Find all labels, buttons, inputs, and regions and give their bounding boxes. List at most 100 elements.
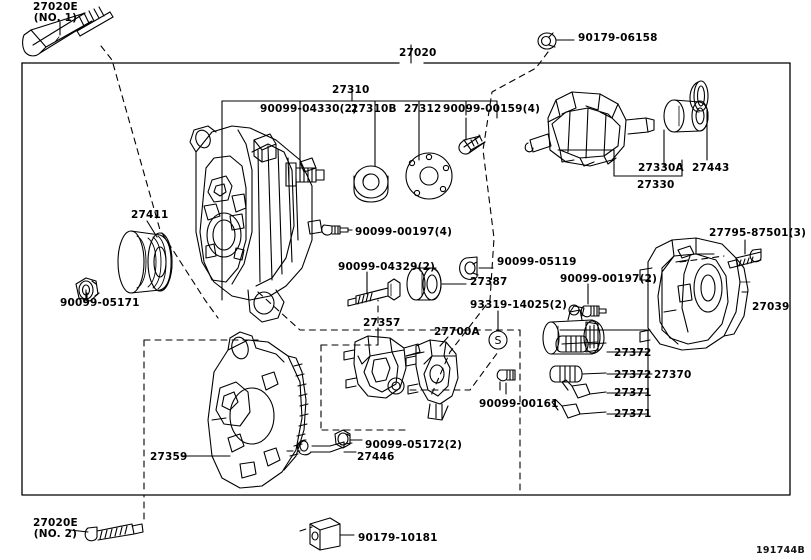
part-label-27020e-no1-text: 27020E <box>33 1 78 13</box>
seal-ring-27443 <box>689 81 700 113</box>
bolt-no1-illustration <box>22 6 114 57</box>
part-label-93319-14025: 93319-14025(2) <box>470 299 567 311</box>
leader-lines-27310 <box>299 114 467 171</box>
part-label-90099-00159-text: 90099-00159(4) <box>443 103 541 115</box>
part-label-27357-text: 27357 <box>363 317 401 329</box>
part-label-27357: 27357 <box>363 317 401 329</box>
subgroup-27370-bracket <box>559 329 653 416</box>
part-label-27387-text: 27387 <box>470 276 508 288</box>
part-label-90099-00161: 90099-00161 <box>479 398 559 410</box>
part-label-27330a: 27330A <box>638 162 684 174</box>
part-label-27370-text: 27370 <box>654 369 692 381</box>
small-bolt-illustration <box>458 134 486 155</box>
part-label-27372-a: 27372 <box>614 347 652 359</box>
part-label-90099-05119-text: 90099-05119 <box>497 256 577 268</box>
drawing-number: 191744B <box>755 545 805 556</box>
part-label-90099-00197-2-text: 90099-00197(2) <box>560 273 658 285</box>
part-label-27411-text: 27411 <box>131 209 169 221</box>
part-label-27446: 27446 <box>357 451 395 463</box>
bolt-00197-2-illustration <box>580 305 607 318</box>
part-label-90099-04329-text: 90099-04329(2) <box>338 261 436 273</box>
part-label-27371-a-text: 27371 <box>614 387 652 399</box>
pulley-illustration <box>117 230 173 294</box>
part-label-90099-05119: 90099-05119 <box>497 256 577 268</box>
screw-marker-93319: S <box>488 330 508 350</box>
voltage-regulator-illustration <box>405 339 459 421</box>
part-label-27387: 27387 <box>470 276 508 288</box>
part-label-27795-87501-text: 27795-87501(3) <box>709 227 807 239</box>
part-label-27700a: 27700A <box>434 326 480 338</box>
bush-washer-illustration <box>406 267 442 301</box>
part-label-27330-text: 27330 <box>637 179 675 191</box>
part-label-90099-00159: 90099-00159(4) <box>443 103 541 115</box>
part-label-27020e-no2-text: 27020E <box>33 517 78 529</box>
part-label-27330: 27330 <box>637 179 675 191</box>
part-label-27310-text: 27310 <box>332 84 370 96</box>
part-label-27310b-text: 27310B <box>351 103 397 115</box>
leader-27700a <box>439 336 449 347</box>
bolt-00161-illustration <box>496 369 516 391</box>
part-label-27312: 27312 <box>404 103 442 115</box>
main-group-frame <box>21 44 791 496</box>
leader-27020e-no2 <box>69 529 89 533</box>
stator-illustration <box>207 331 309 489</box>
bolt-00197-4-illustration <box>321 224 349 236</box>
slip-ring-illustration <box>693 80 709 112</box>
rear-end-cover-illustration <box>639 237 751 351</box>
terminal-nut-illustration <box>537 32 557 50</box>
part-label-90099-05171-text: 90099-05171 <box>60 297 140 309</box>
part-label-90179-06158: 90179-06158 <box>578 32 658 44</box>
assembly-dashed-guides <box>100 45 725 532</box>
bolt-no2-illustration <box>84 523 144 542</box>
part-label-27310b: 27310B <box>351 103 397 115</box>
part-label-27372-b-text: 27372 <box>614 369 652 381</box>
rotor-illustration <box>524 91 655 167</box>
terminal-cover-illustration <box>309 517 341 551</box>
rear-cover-bolt-illustration <box>727 248 762 269</box>
part-label-27371-b: 27371 <box>614 408 652 420</box>
part-label-27700a-text: 27700A <box>434 326 480 338</box>
part-label-27310: 27310 <box>332 84 370 96</box>
part-label-27312-text: 27312 <box>404 103 442 115</box>
bearing-retainer-illustration <box>353 165 389 203</box>
part-label-27359: 27359 <box>150 451 188 463</box>
part-label-27039-text: 27039 <box>752 301 790 313</box>
part-label-90099-00197-4: 90099-00197(4) <box>355 226 453 238</box>
long-bolt-04329-illustration <box>347 278 401 307</box>
brush-springs-illustration <box>549 335 607 383</box>
svg-text:S: S <box>495 334 502 347</box>
part-label-27020e-no2-subtext: (NO. 2) <box>33 528 78 541</box>
part-label-27372-a-text: 27372 <box>614 347 652 359</box>
part-label-27020: 27020 <box>399 47 437 59</box>
rotor-bearing-illustration <box>663 99 709 133</box>
part-label-27372-b: 27372 <box>614 369 652 381</box>
part-label-27795-87501: 27795-87501(3) <box>709 227 807 239</box>
front-housing-illustration <box>189 125 323 323</box>
part-label-90099-00197-4-text: 90099-00197(4) <box>355 226 453 238</box>
nut-05172-illustration <box>334 429 351 449</box>
part-label-27411: 27411 <box>131 209 169 221</box>
bearing-plate-illustration <box>405 152 453 200</box>
brushes-illustration <box>551 379 607 419</box>
part-label-90099-00197-2: 90099-00197(2) <box>560 273 658 285</box>
part-label-27446-text: 27446 <box>357 451 395 463</box>
part-label-90099-04330: 90099-04330(2) <box>260 103 358 115</box>
part-label-90099-05172: 90099-05172(2) <box>365 439 462 451</box>
part-label-90179-10181: 90179-10181 <box>358 532 438 544</box>
part-label-27359-text: 27359 <box>150 451 188 463</box>
part-label-27371-a: 27371 <box>614 387 652 399</box>
part-label-27443-text: 27443 <box>692 162 730 174</box>
part-label-90099-00161-text: 90099-00161 <box>479 398 559 410</box>
part-label-27020-text: 27020 <box>399 47 437 59</box>
part-label-90099-05171: 90099-05171 <box>60 297 140 309</box>
part-label-27371-b-text: 27371 <box>614 408 652 420</box>
part-label-27330a-text: 27330A <box>638 162 684 174</box>
part-label-27020e-no1: 27020E(NO. 1) <box>33 1 78 24</box>
part-label-90179-10181-text: 90179-10181 <box>358 532 438 544</box>
part-label-90179-06158-text: 90179-06158 <box>578 32 658 44</box>
part-label-90099-04330-text: 90099-04330(2) <box>260 103 358 115</box>
subgroup-27330-bracket <box>557 109 708 177</box>
retainer-05119-illustration <box>459 256 479 280</box>
